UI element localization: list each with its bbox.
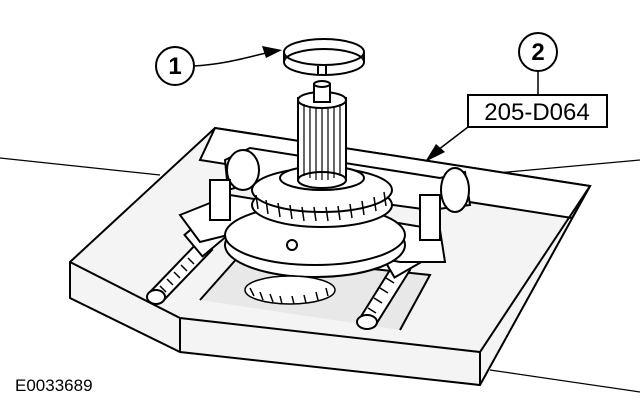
bench-line-lower xyxy=(489,369,640,393)
retaining-ring xyxy=(283,38,365,76)
splined-shaft xyxy=(297,80,347,189)
lower-gear xyxy=(244,275,336,305)
tool-number: 205-D064 xyxy=(484,99,589,126)
figure-id: E0033689 xyxy=(15,376,93,395)
callout-2: 2 205-D064 xyxy=(425,32,608,162)
callout-2-number: 2 xyxy=(531,39,544,66)
tool-label-box xyxy=(467,94,608,128)
callout-1: 1 xyxy=(155,46,282,86)
callout-1-number: 1 xyxy=(168,53,181,80)
